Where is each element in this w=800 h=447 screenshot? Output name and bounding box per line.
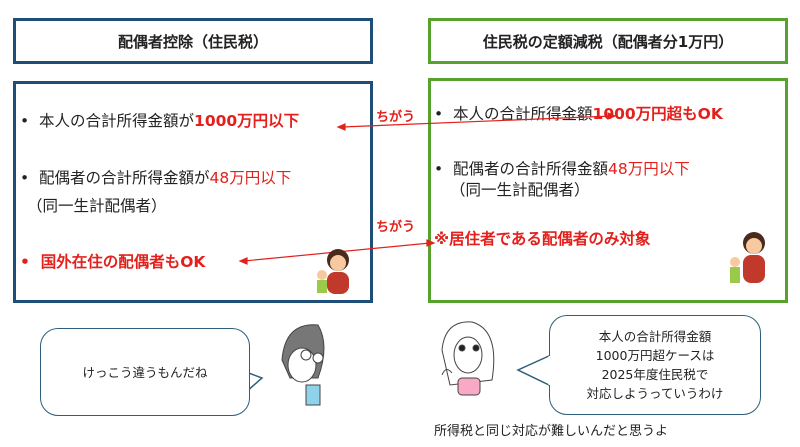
bubble-tail-right: [516, 354, 552, 387]
arrow-head-icon: [238, 257, 248, 265]
diff-label-2: ちがう: [376, 220, 416, 235]
arrow-head-icon: [336, 123, 346, 131]
right-bullet-3: ※居住者である配偶者のみ対象: [434, 230, 651, 248]
caption: 所得税と同じ対応が難しいんだと思うよ: [434, 424, 669, 439]
bubble-tail-left: [245, 371, 264, 393]
left-bullet-2: • 配偶者の合計所得金額が48万円以下: [20, 169, 292, 187]
left-bullet-3: • 国外在住の配偶者もOK: [20, 253, 206, 271]
diff-label-1: ちがう: [376, 110, 416, 125]
mother-child-illustration-left: [317, 249, 349, 294]
arrow-line-1: [341, 115, 613, 128]
right-title-box: 住民税の定額減税（配偶者分1万円）: [428, 18, 788, 64]
boy-illustration: [281, 324, 325, 406]
right-bullet-2: • 配偶者の合計所得金額48万円以下: [434, 160, 690, 178]
speech-bubble-left: けっこう違うもんだね: [40, 328, 250, 416]
left-content-box: [13, 81, 373, 303]
mother-child-illustration-right: [730, 232, 765, 283]
woman-illustration: [441, 321, 495, 396]
left-bullet-2-note: （同一生計配偶者）: [27, 197, 167, 215]
left-bullet-1: • 本人の合計所得金額が1000万円以下: [20, 112, 300, 130]
left-title: 配偶者控除（住民税）: [117, 32, 268, 51]
left-title-box: 配偶者控除（住民税）: [13, 18, 373, 64]
right-bullet-2-note: （同一生計配偶者）: [450, 181, 590, 199]
arrow-head-icon: [426, 239, 436, 247]
right-title: 住民税の定額減税（配偶者分1万円）: [482, 32, 734, 51]
arrow-head-icon: [607, 112, 617, 120]
